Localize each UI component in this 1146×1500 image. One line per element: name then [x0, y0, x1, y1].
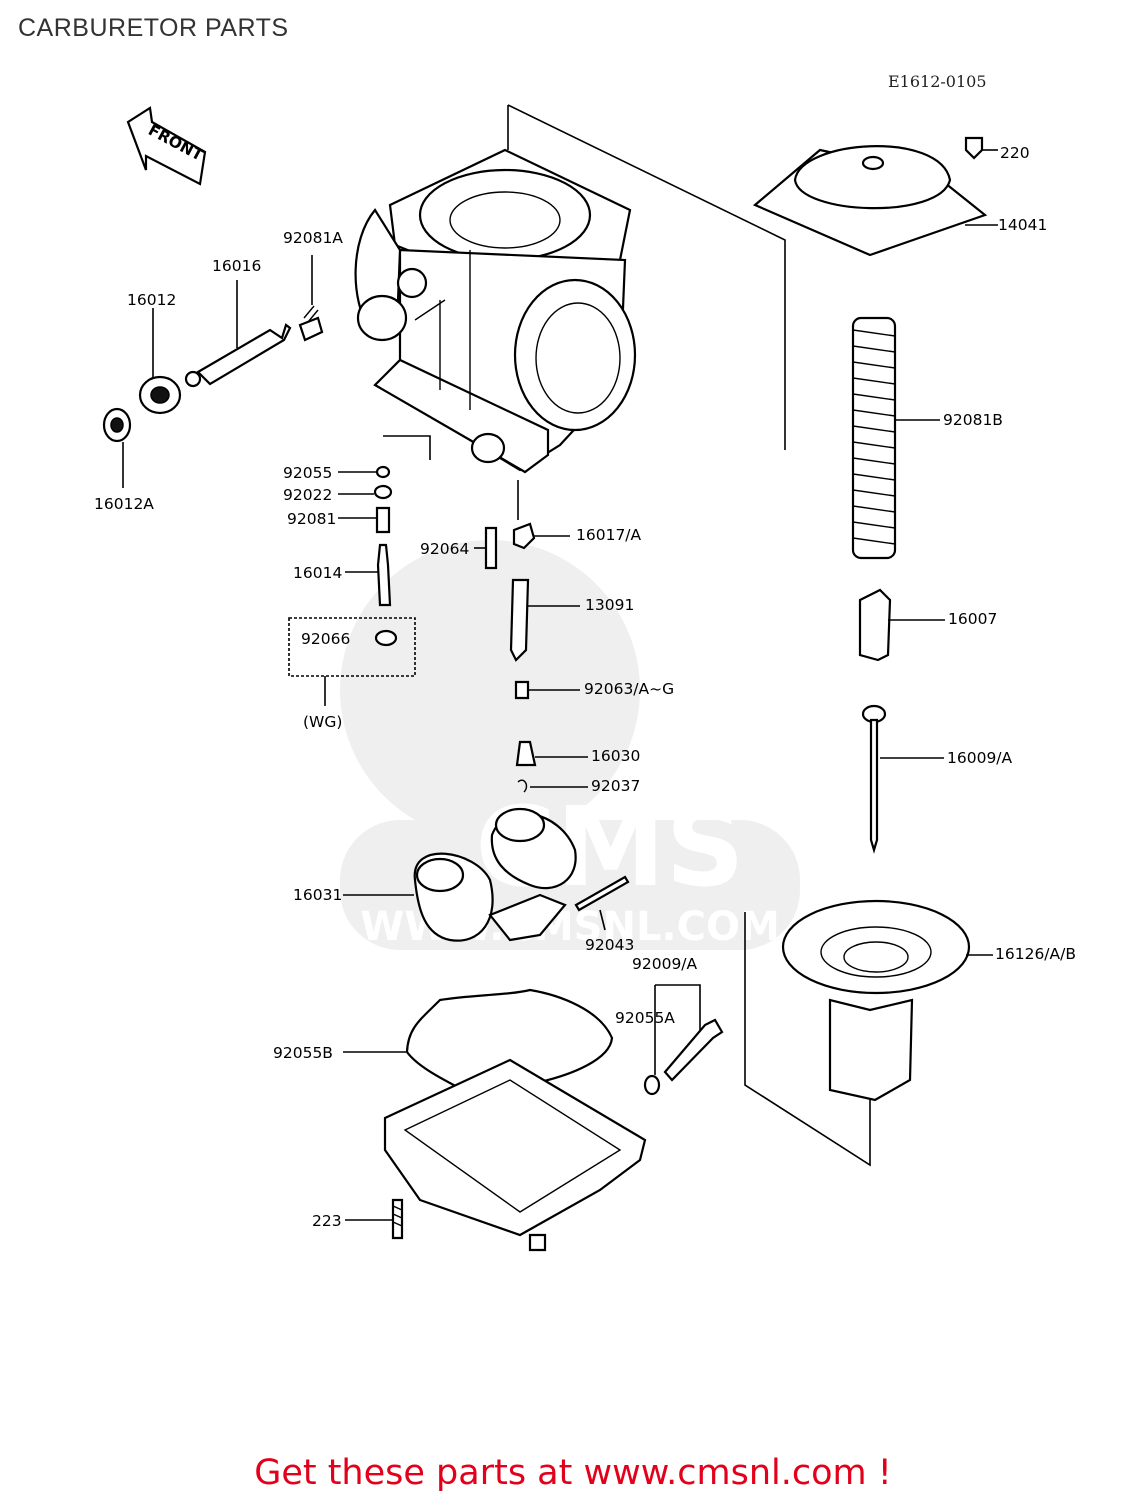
vacuum-spring-drawing	[851, 316, 897, 560]
part-label-92064: 92064	[420, 540, 469, 558]
part-label-16009a: 16009/A	[947, 749, 1013, 767]
part-label-16014: 16014	[293, 564, 342, 582]
part-label-92063: 92063/A~G	[584, 680, 674, 698]
part-label-16007: 16007	[948, 610, 997, 628]
part-label-92081b: 92081B	[943, 411, 1003, 429]
part-label-92081a: 92081A	[283, 229, 343, 247]
needle-holder-drawing	[858, 588, 892, 662]
part-label-92081: 92081	[287, 510, 336, 528]
diaphragm-piston-drawing	[781, 899, 971, 1102]
top-cover-drawing	[752, 136, 988, 257]
part-label-92043: 92043	[585, 936, 634, 954]
float-valve-parts-drawing	[288, 465, 416, 706]
pilot-screw-parts-drawing	[102, 305, 324, 443]
part-label-16017a: 16017/A	[576, 526, 642, 544]
part-label-16016: 16016	[212, 257, 261, 275]
main-jet-parts-drawing	[484, 522, 537, 793]
leader-92043	[599, 909, 606, 931]
part-label-16031: 16031	[293, 886, 342, 904]
front-arrow-icon: FRONT	[126, 106, 206, 186]
footer-cta-link[interactable]: Get these parts at www.cmsnl.com !	[254, 1453, 892, 1493]
part-label-wg: (WG)	[303, 713, 342, 731]
part-label-92055b: 92055B	[273, 1044, 333, 1062]
float-bowl-drawing	[383, 988, 724, 1252]
diagram-code: E1612-0105	[888, 72, 987, 91]
drain-screw-bracket-line	[654, 984, 701, 1075]
float-drawing	[413, 807, 630, 942]
part-label-92055: 92055	[283, 464, 332, 482]
top-bracket-line	[507, 104, 786, 450]
page-title: CARBURETOR PARTS	[18, 14, 289, 42]
part-label-223: 223	[312, 1212, 342, 1230]
part-label-92022: 92022	[283, 486, 332, 504]
pilot-bracket-line	[383, 435, 431, 460]
jet-needle-drawing	[861, 704, 887, 854]
part-label-16012: 16012	[127, 291, 176, 309]
part-label-16126ab: 16126/A/B	[995, 945, 1076, 963]
part-label-92037: 92037	[591, 777, 640, 795]
part-label-16012a: 16012A	[94, 495, 154, 513]
part-label-13091: 13091	[585, 596, 634, 614]
part-label-92055a: 92055A	[615, 1009, 675, 1027]
part-label-220: 220	[1000, 144, 1030, 162]
part-label-92066: 92066	[301, 630, 350, 648]
diaphragm-bracket-line	[744, 912, 871, 1167]
part-label-14041: 14041	[998, 216, 1047, 234]
part-label-16030: 16030	[591, 747, 640, 765]
carburetor-body-drawing	[354, 148, 637, 474]
part-label-92009a: 92009/A	[632, 955, 698, 973]
